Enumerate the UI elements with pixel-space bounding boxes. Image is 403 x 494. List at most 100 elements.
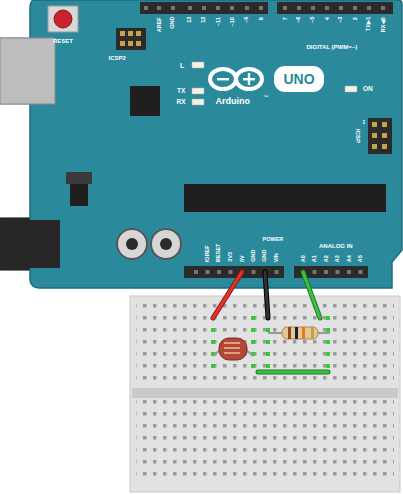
pin-label: 3V3	[228, 252, 234, 262]
led-label: RX	[177, 99, 186, 106]
button-label: RESET	[53, 38, 73, 44]
pin-label: GND	[262, 250, 268, 262]
pin-label: IOREF	[205, 245, 211, 262]
pin-socket	[229, 270, 233, 274]
pin-socket	[325, 6, 329, 10]
header-pins	[144, 6, 385, 10]
arduino-logo	[210, 66, 324, 92]
pin-label: A5	[358, 255, 364, 262]
pin-socket	[259, 6, 263, 10]
pin-label: A4	[346, 255, 352, 262]
connected-hole	[251, 340, 255, 344]
board-model: UNO	[284, 72, 315, 86]
voltage-regulator	[66, 172, 92, 206]
pin-label: A3	[335, 255, 341, 262]
wire	[213, 272, 328, 372]
pin-socket	[311, 6, 315, 10]
usb-chip	[130, 86, 160, 116]
microcontroller-chip	[184, 184, 386, 212]
connected-hole	[266, 328, 270, 332]
pin-label: GND	[170, 17, 176, 29]
capacitor	[117, 229, 181, 259]
usb-connector	[0, 38, 55, 104]
header-title: POWER	[263, 237, 284, 243]
pin-socket	[230, 6, 234, 10]
pin-label: 12	[201, 17, 207, 23]
icsp2-header	[116, 28, 146, 50]
connected-hole	[251, 364, 255, 368]
led-label: L	[180, 62, 184, 69]
led-label: TX	[177, 88, 185, 95]
pin-label: 2	[352, 17, 358, 20]
connected-hole	[266, 340, 270, 344]
power-header	[184, 266, 368, 278]
pin-label: 5V	[239, 255, 245, 262]
led-label: ON	[363, 86, 373, 93]
pin-socket	[297, 6, 301, 10]
pin-label: GND	[251, 250, 257, 262]
resistor	[268, 327, 330, 339]
pin-label: A0	[300, 255, 306, 262]
pin-socket	[347, 270, 351, 274]
pin-socket	[206, 270, 210, 274]
connected-hole	[266, 364, 270, 368]
pin-label: ~11	[215, 17, 221, 26]
pin-label: A2	[323, 255, 329, 262]
breadboard	[130, 296, 400, 492]
header-title: DIGITAL (PWM=~)	[307, 44, 358, 50]
connected-hole	[326, 316, 330, 320]
pin-socket	[353, 6, 357, 10]
connected-hole	[326, 328, 330, 332]
pin-label: 8	[258, 17, 264, 20]
pin-socket	[336, 270, 340, 274]
pin-socket	[188, 6, 192, 10]
pin-socket	[359, 270, 363, 274]
pin-socket	[313, 270, 317, 274]
pin-socket	[216, 6, 220, 10]
brand-name: Arduino	[216, 97, 251, 106]
header-pins	[194, 270, 363, 274]
pin-label: 7	[282, 17, 288, 20]
header-label: ICSP	[355, 129, 361, 143]
pin-socket	[381, 6, 385, 10]
connected-hole	[211, 328, 215, 332]
pin-label: AREF	[156, 17, 162, 32]
connected-hole	[251, 316, 255, 320]
pin-socket	[324, 270, 328, 274]
connected-hole	[251, 328, 255, 332]
pin-label: VIN	[274, 253, 280, 262]
connected-holes	[211, 316, 330, 368]
reset-button	[48, 6, 78, 32]
pin-socket	[202, 6, 206, 10]
led	[192, 62, 357, 105]
connected-hole	[211, 340, 215, 344]
pin-label: ~9	[244, 17, 250, 23]
header-title: ANALOG IN	[319, 243, 353, 249]
pin-socket	[245, 6, 249, 10]
digital-header	[140, 2, 393, 14]
pin-label: TX▶1	[366, 17, 372, 31]
header-label: ICSP2	[109, 55, 126, 61]
pin-label: ~3	[338, 17, 344, 23]
pin-socket	[217, 270, 221, 274]
power-jack	[0, 218, 64, 270]
pin-number: 1	[363, 120, 366, 125]
connected-hole	[326, 364, 330, 368]
pin-socket	[252, 270, 256, 274]
connected-hole	[326, 340, 330, 344]
pin-label: RX◀0	[380, 17, 386, 32]
photoresistor	[213, 338, 253, 360]
arduino-board	[30, 0, 402, 288]
pin-label: A1	[312, 255, 318, 262]
pin-label: 4	[324, 17, 330, 20]
connected-hole	[326, 352, 330, 356]
connected-hole	[266, 352, 270, 356]
pin-label: 13	[187, 17, 193, 23]
pin-socket	[194, 270, 198, 274]
pin-label: ~5	[310, 17, 316, 23]
pin-label: ~10	[229, 17, 235, 26]
connected-hole	[211, 364, 215, 368]
pin-socket	[275, 270, 279, 274]
